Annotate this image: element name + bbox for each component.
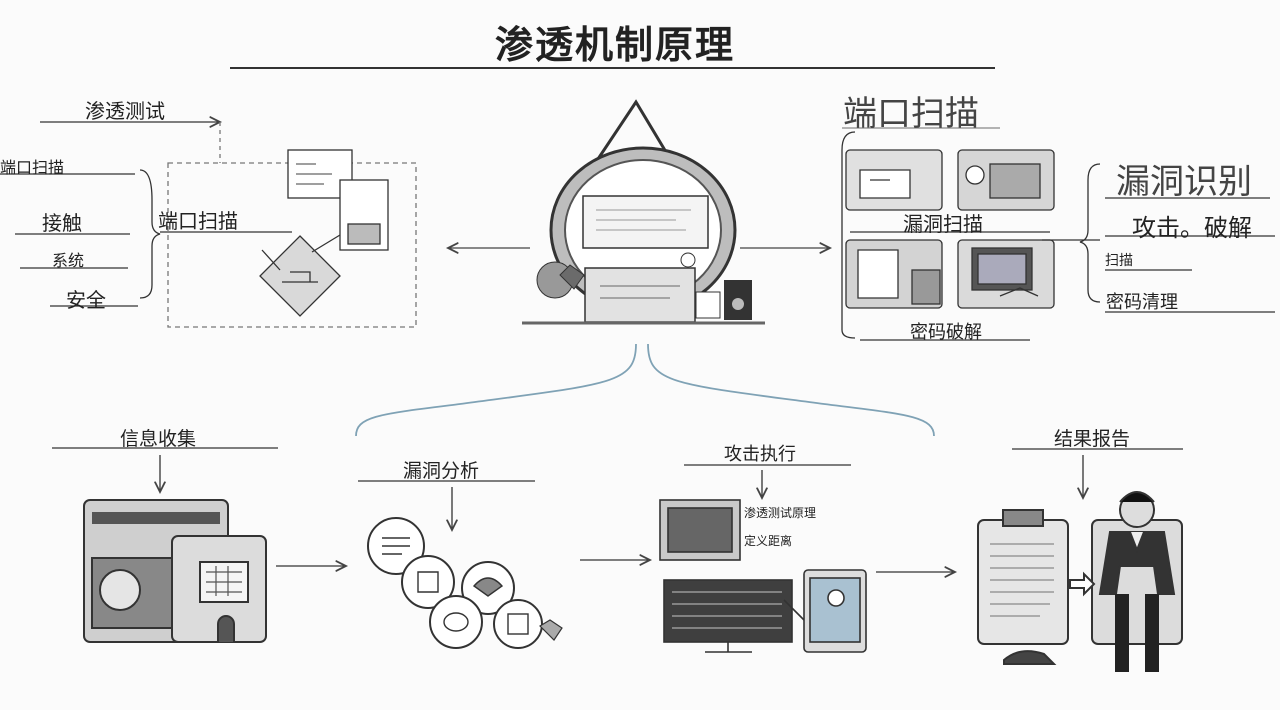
left-item-system: 系统	[52, 251, 85, 270]
right-branch-title: 漏洞识别	[1116, 162, 1252, 202]
result-report-illustration	[977, 491, 1183, 672]
info-collection-illustration	[83, 499, 267, 643]
penetration-machine-illustration	[522, 99, 765, 325]
step-connectors	[52, 447, 1183, 572]
port-scan-illustration	[259, 149, 389, 317]
right-branch-item-password: 密码清理	[1106, 292, 1178, 313]
right-branch-sub: 攻击。破解	[1132, 214, 1252, 242]
step-result-report-label: 结果报告	[1054, 428, 1131, 450]
left-heading: 渗透测试	[85, 99, 165, 123]
right-section	[841, 127, 1275, 341]
step-info-collection-label: 信息收集	[120, 428, 197, 450]
step-attack-execution-label: 攻击执行	[724, 444, 796, 465]
left-item-security: 安全	[66, 288, 106, 312]
page-title: 渗透机制原理	[494, 23, 735, 67]
left-box-label: 端口扫描	[158, 209, 238, 233]
connector-brace	[355, 343, 935, 437]
right-bottom-label: 密码破解	[910, 322, 982, 343]
step-attack-note-2: 定义距离	[744, 534, 793, 548]
left-item-port-scan: 端口扫描	[0, 158, 65, 177]
right-branch-item-scan: 扫描	[1105, 253, 1133, 269]
vulnerability-analysis-illustration	[367, 517, 563, 649]
step-attack-note-1: 渗透测试原理	[744, 506, 817, 520]
right-mid-label: 漏洞扫描	[903, 212, 983, 236]
step-vuln-analysis-label: 漏洞分析	[403, 460, 480, 482]
right-heading: 端口扫描	[843, 94, 979, 134]
left-section	[0, 122, 417, 328]
attack-execution-illustration	[659, 499, 867, 653]
left-item-contact: 接触	[42, 211, 82, 235]
